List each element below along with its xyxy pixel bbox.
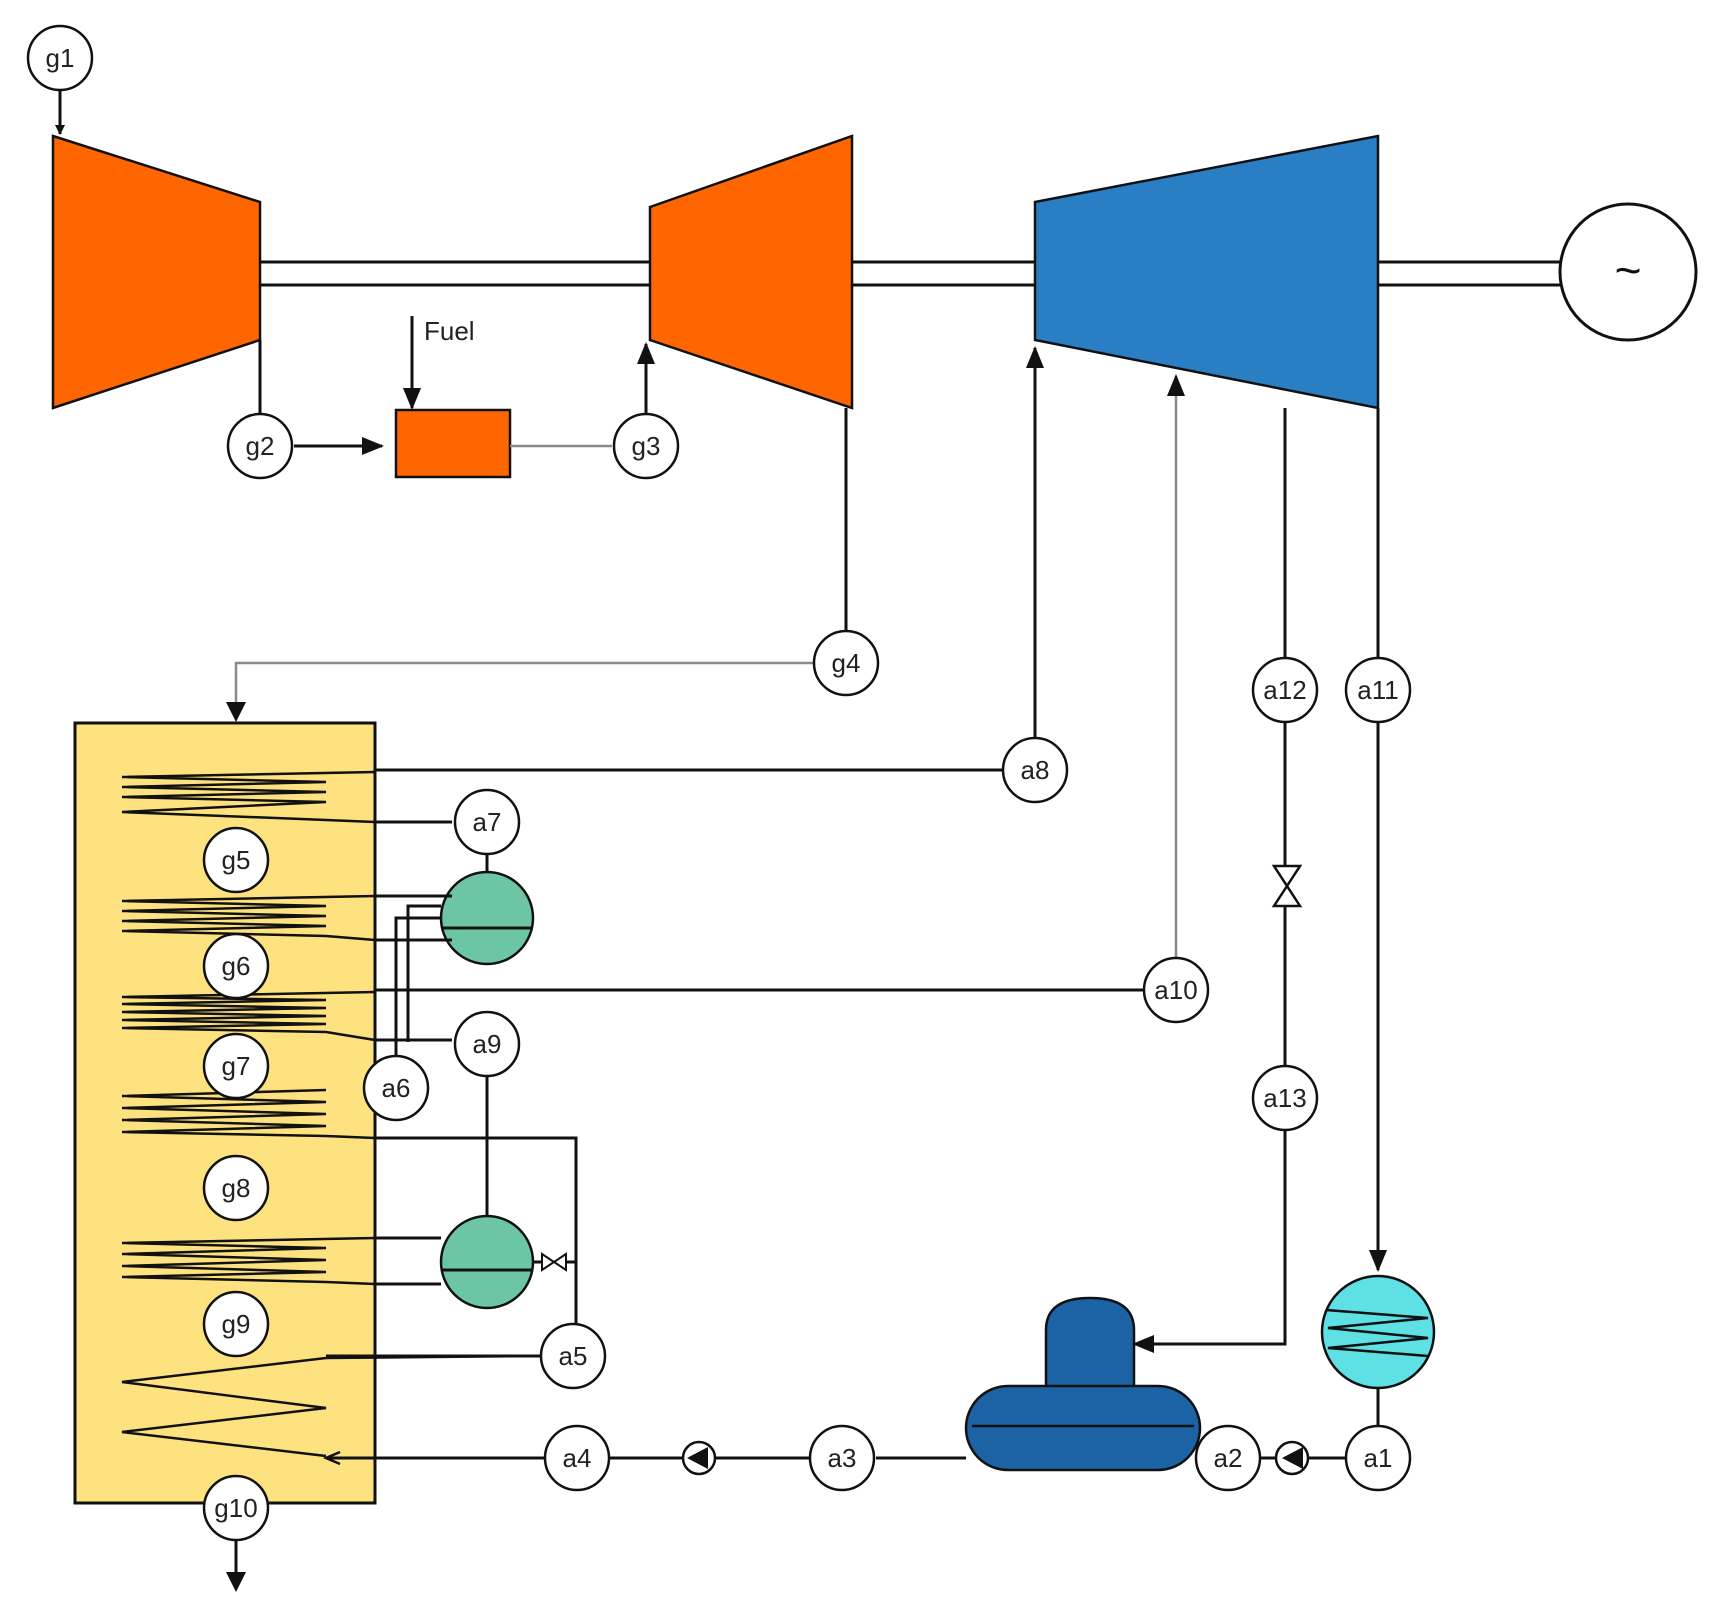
svg-text:g6: g6 bbox=[222, 951, 251, 981]
coil-lp-economizer bbox=[121, 1354, 541, 1458]
gas-path bbox=[55, 88, 848, 1592]
generator-symbol: ~ bbox=[1615, 244, 1642, 296]
node-g8: g8 bbox=[202, 1154, 270, 1222]
fuel-label: Fuel bbox=[424, 316, 475, 346]
water-steam-path bbox=[322, 346, 1387, 1466]
lp-drum bbox=[439, 1214, 535, 1310]
node-a4: a4 bbox=[543, 1424, 611, 1492]
node-a10: a10 bbox=[1142, 956, 1210, 1024]
node-a5: a5 bbox=[539, 1322, 607, 1390]
svg-text:a11: a11 bbox=[1357, 675, 1398, 705]
coil-superheater bbox=[121, 770, 376, 824]
node-a7: a7 bbox=[453, 788, 521, 856]
feed-pump bbox=[681, 1440, 717, 1476]
svg-text:g2: g2 bbox=[246, 431, 275, 461]
generator bbox=[1558, 202, 1698, 342]
svg-text:g1: g1 bbox=[46, 43, 75, 73]
lp-valve bbox=[541, 1252, 567, 1272]
node-a1: a1 bbox=[1344, 1424, 1412, 1492]
svg-text:g3: g3 bbox=[632, 431, 661, 461]
coil-hp-economizer bbox=[121, 990, 376, 1042]
gas-turbine bbox=[648, 134, 854, 410]
steam-turbine bbox=[1033, 134, 1380, 410]
svg-text:a12: a12 bbox=[1263, 675, 1306, 705]
node-g1: g1 bbox=[26, 24, 94, 92]
coil-lp-superheater bbox=[121, 1088, 376, 1140]
svg-text:g9: g9 bbox=[222, 1309, 251, 1339]
svg-text:a4: a4 bbox=[563, 1443, 592, 1473]
node-g6: g6 bbox=[202, 932, 270, 1000]
svg-text:a1: a1 bbox=[1364, 1443, 1393, 1473]
svg-text:a10: a10 bbox=[1154, 975, 1197, 1005]
node-a6: a6 bbox=[362, 1054, 430, 1122]
shaft-turbine-steam bbox=[850, 260, 1035, 287]
deaerator bbox=[964, 1296, 1202, 1472]
compressor bbox=[51, 134, 262, 410]
node-a9: a9 bbox=[453, 1010, 521, 1078]
condensate-pump bbox=[1274, 1440, 1310, 1476]
svg-text:g4: g4 bbox=[832, 648, 861, 678]
node-g3: g3 bbox=[612, 412, 680, 480]
svg-text:a8: a8 bbox=[1021, 755, 1050, 785]
svg-text:a6: a6 bbox=[382, 1073, 411, 1103]
node-g2: g2 bbox=[226, 412, 294, 480]
hp-drum bbox=[439, 870, 535, 966]
combustion-chamber bbox=[394, 408, 512, 479]
node-a3: a3 bbox=[808, 1424, 876, 1492]
node-a13: a13 bbox=[1251, 1064, 1319, 1132]
svg-text:g5: g5 bbox=[222, 845, 251, 875]
node-a8: a8 bbox=[1001, 736, 1069, 804]
condenser bbox=[1320, 1274, 1436, 1390]
node-g4: g4 bbox=[812, 629, 880, 697]
svg-text:a13: a13 bbox=[1263, 1083, 1306, 1113]
node-g10: g10 bbox=[202, 1474, 270, 1542]
node-a2: a2 bbox=[1194, 1424, 1262, 1492]
node-a11: a11 bbox=[1344, 656, 1412, 724]
svg-text:g7: g7 bbox=[222, 1051, 251, 1081]
node-g5: g5 bbox=[202, 826, 270, 894]
svg-text:a3: a3 bbox=[828, 1443, 857, 1473]
bypass-valve bbox=[1271, 864, 1303, 908]
svg-text:a2: a2 bbox=[1214, 1443, 1243, 1473]
svg-text:a9: a9 bbox=[473, 1029, 502, 1059]
coil-hp-evaporator bbox=[121, 894, 376, 942]
svg-text:g8: g8 bbox=[222, 1173, 251, 1203]
node-g7: g7 bbox=[202, 1032, 270, 1100]
coil-lp-evaporator bbox=[121, 1236, 376, 1286]
svg-text:g10: g10 bbox=[214, 1493, 257, 1523]
node-a12: a12 bbox=[1251, 656, 1319, 724]
svg-text:a5: a5 bbox=[559, 1341, 588, 1371]
node-g9: g9 bbox=[202, 1290, 270, 1358]
shaft-compressor-turbine bbox=[260, 260, 650, 287]
shaft-steam-generator bbox=[1378, 260, 1565, 287]
svg-text:a7: a7 bbox=[473, 807, 502, 837]
